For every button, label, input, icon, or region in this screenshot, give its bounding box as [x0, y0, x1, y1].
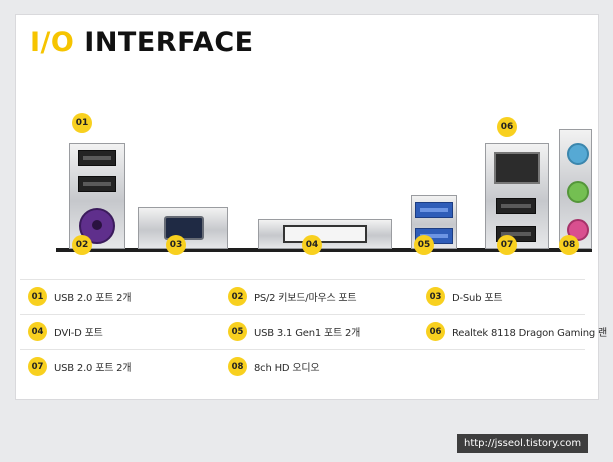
badge-04: 04 [302, 235, 322, 255]
rear-io-panel [56, 123, 592, 257]
board-baseline [56, 248, 592, 252]
item-number: 08 [228, 357, 247, 376]
io-interface-card: I/O INTERFACE [15, 14, 599, 400]
list-item: 04 DVI-D 포트 [28, 315, 103, 348]
list-item: 03 D-Sub 포트 [426, 280, 503, 313]
list-item: 05 USB 3.1 Gen1 포트 2개 [228, 315, 360, 348]
title-accent: I/O [30, 27, 75, 58]
item-number: 02 [228, 287, 247, 306]
item-label: D-Sub 포트 [452, 293, 503, 304]
item-label: USB 2.0 포트 2개 [54, 293, 132, 304]
table-row: 07 USB 2.0 포트 2개 08 8ch HD 오디오 [20, 349, 585, 382]
item-number: 07 [28, 357, 47, 376]
item-label: PS/2 키보드/마우스 포트 [254, 293, 357, 304]
item-number: 06 [426, 322, 445, 341]
badge-07: 07 [497, 235, 517, 255]
table-row: 01 USB 2.0 포트 2개 02 PS/2 키보드/마우스 포트 03 D… [20, 279, 585, 312]
badge-08: 08 [559, 235, 579, 255]
dvi-port-icon [258, 219, 392, 249]
badge-06: 06 [497, 117, 517, 137]
title-main: INTERFACE [84, 27, 254, 58]
badge-01: 01 [72, 113, 92, 133]
item-number: 05 [228, 322, 247, 341]
item-label: 8ch HD 오디오 [254, 363, 320, 374]
item-label: DVI-D 포트 [54, 328, 103, 339]
list-item: 08 8ch HD 오디오 [228, 350, 320, 383]
table-row: 04 DVI-D 포트 05 USB 3.1 Gen1 포트 2개 06 Rea… [20, 314, 607, 348]
badge-03: 03 [166, 235, 186, 255]
ps2-port-icon [79, 208, 115, 244]
item-number: 03 [426, 287, 445, 306]
usb-2-port-icon [69, 143, 125, 249]
list-item: 02 PS/2 키보드/마우스 포트 [228, 280, 357, 313]
list-item: 01 USB 2.0 포트 2개 [28, 280, 132, 313]
audio-jack-icon [559, 129, 592, 249]
item-label: USB 2.0 포트 2개 [54, 363, 132, 374]
watermark-link[interactable]: http://jsseol.tistory.com [457, 434, 589, 453]
rj45-lan-port-icon [485, 143, 549, 249]
item-label: Realtek 8118 Dragon Gaming 랜 [452, 328, 608, 339]
page-title: I/O INTERFACE [30, 27, 254, 59]
item-number: 01 [28, 287, 47, 306]
item-label: USB 3.1 Gen1 포트 2개 [254, 328, 361, 339]
badge-02: 02 [72, 235, 92, 255]
list-item: 07 USB 2.0 포트 2개 [28, 350, 132, 383]
badge-05: 05 [414, 235, 434, 255]
list-item: 06 Realtek 8118 Dragon Gaming 랜 [426, 315, 607, 348]
item-number: 04 [28, 322, 47, 341]
